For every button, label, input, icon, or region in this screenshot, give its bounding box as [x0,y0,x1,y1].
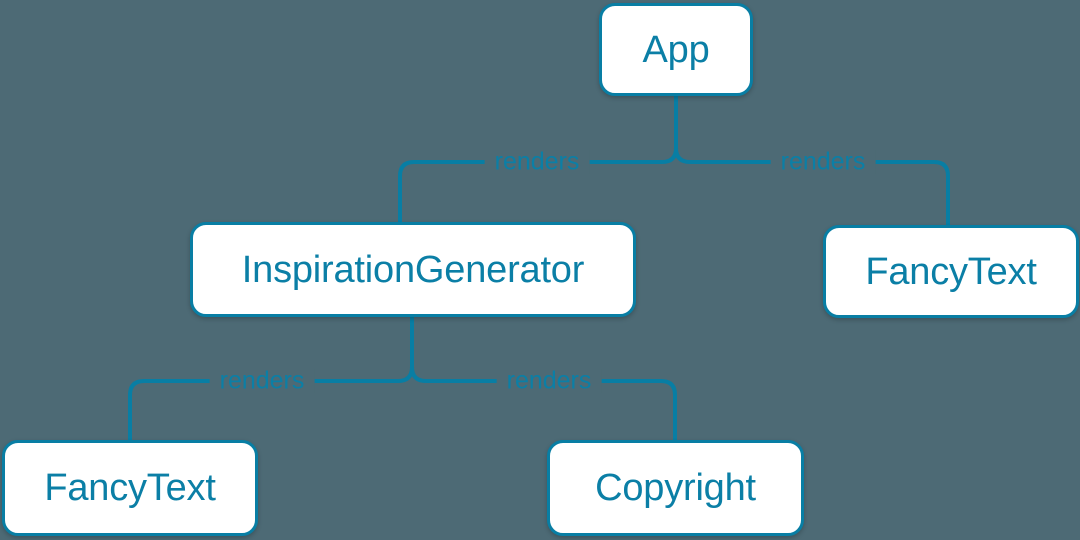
node-fancytext-right[interactable]: FancyText [823,225,1079,318]
edge-label-app-to-fancytext-right: renders [770,149,876,175]
edge-label-inspiration-generator-to-fancytext: renders [209,368,315,394]
node-fancytext-right-label: FancyText [865,250,1037,293]
node-inspiration-generator-label: InspirationGenerator [241,248,585,291]
edge-app-to-inspgen [398,147,678,222]
edge-label-app-to-inspiration-generator: renders [484,149,590,175]
node-copyright-label: Copyright [595,467,756,509]
edge-label-inspiration-generator-to-copyright: renders [496,368,602,394]
edge-inspgen-to-copyright [410,366,677,440]
node-app-label: App [642,28,710,71]
node-copyright[interactable]: Copyright [547,440,804,536]
edge-app-to-fancytext-right [674,147,950,225]
node-fancytext-bottom-left-label: FancyText [44,467,216,509]
node-inspiration-generator[interactable]: InspirationGenerator [190,222,636,317]
node-app[interactable]: App [599,3,753,96]
node-fancytext-bottom-left[interactable]: FancyText [2,440,258,536]
edge-inspgen-to-fancytext-bottomleft [128,366,414,440]
